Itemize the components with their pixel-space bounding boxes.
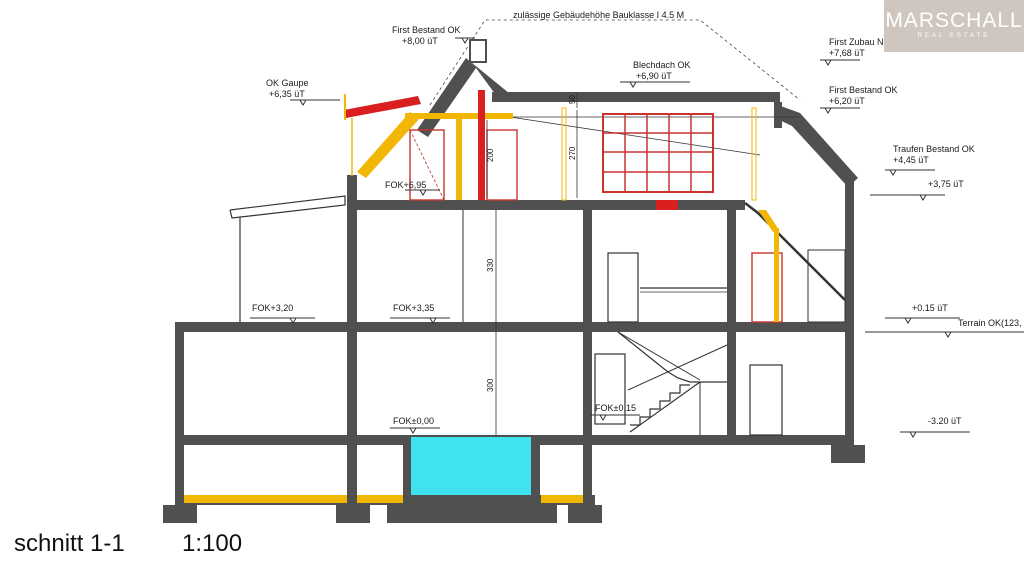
fok-000-label: FOK±0,00 [393, 416, 434, 426]
brand-logo: MARSCHALL REAL ESTATE [884, 0, 1024, 52]
dormer-insulation [357, 112, 420, 178]
insulation-strip-mid [357, 495, 410, 503]
basement-stair-rail [627, 344, 728, 391]
door-upper-2 [486, 129, 518, 201]
new-column-1 [456, 113, 462, 200]
first-bestand2-label: First Bestand OK [829, 85, 898, 95]
dim-50: 50 [568, 95, 577, 104]
gf-wall-mid [583, 210, 592, 322]
basement-stair-upper [617, 331, 691, 383]
pool-wall-left [403, 437, 411, 505]
height-limit-label: zulässige Gebäudehöhe Bauklasse I 4.5 M [513, 10, 684, 20]
basement-outer-wall-right [845, 332, 854, 440]
traufen-label: Traufen Bestand OK [893, 144, 975, 154]
first-zubau-value: +7,68 üT [829, 48, 865, 58]
blechdach-label: Blechdach OK [633, 60, 691, 70]
door-upper-1 [409, 129, 445, 201]
level-375-value: +3,75 üT [928, 179, 964, 189]
dormer-wall [347, 175, 357, 200]
first-bestand2-value: +6,20 üT [829, 96, 865, 106]
red-column [478, 90, 485, 200]
dim-270: 270 [568, 146, 577, 160]
outdoor-stair-block [807, 249, 846, 323]
roof-inner-diag [509, 116, 761, 156]
new-roof-slab [492, 92, 780, 102]
upper-floor-slab [347, 200, 745, 210]
foundation-1 [163, 505, 197, 523]
door-upper-1-leaf [409, 129, 445, 201]
level-015-value: +0.15 üT [912, 303, 948, 313]
upper-wall-zubau2 [751, 107, 757, 201]
pool-water [411, 437, 531, 495]
insulation-strip-right [541, 495, 583, 503]
dormer-roof-demolition [344, 96, 421, 118]
roof-right-new [775, 104, 858, 187]
basement-wall-b2 [583, 332, 592, 500]
gf-new-column [774, 228, 779, 322]
roof-left-old [417, 58, 476, 137]
basement-wall-b1 [347, 332, 357, 500]
first-bestand-value: +8,00 üT [402, 36, 438, 46]
outdoor-stair [744, 202, 846, 301]
dim-200: 200 [486, 148, 495, 162]
chimney [469, 39, 487, 63]
level-m320-value: -3.20 üT [928, 416, 962, 426]
basement-stair-rail2 [617, 331, 701, 381]
foundation-2 [336, 505, 370, 523]
foundation-5 [831, 445, 865, 463]
fok-695-label: FOK+6,95 [385, 180, 426, 190]
door-basement-2 [749, 364, 783, 436]
window-frame [602, 113, 714, 193]
drawing-scale: 1:100 [182, 530, 242, 557]
roof-right-new-eave [774, 102, 782, 128]
gf-wall-outer [845, 175, 854, 322]
level-markers [250, 37, 1024, 438]
ok-gaupe-label: OK Gaupe [266, 78, 309, 88]
dim-300: 300 [486, 378, 495, 392]
door-basement-1 [594, 353, 626, 425]
door-gf-1 [607, 252, 639, 323]
dim-330: 330 [486, 258, 495, 272]
first-bestand-label: First Bestand OK [392, 25, 461, 35]
red-slab-piece [656, 200, 678, 210]
terrain-label: Terrain OK(123, [958, 318, 1022, 328]
basement-stair [630, 384, 690, 426]
logo-subtitle: REAL ESTATE [917, 33, 991, 39]
terrace-canopy [229, 195, 346, 219]
door-gf-2 [751, 252, 783, 323]
roof-right-old [466, 58, 510, 102]
ground-floor-slab [175, 322, 854, 332]
upper-wall-zubau [561, 107, 567, 201]
height-limit-envelope [429, 19, 801, 106]
terrace-column [350, 230, 354, 322]
drawing-title: schnitt 1-1 [14, 530, 125, 557]
basement-stair-stringer [629, 381, 701, 433]
insulation-strip-left [184, 495, 347, 503]
pool-wall-right [531, 437, 540, 505]
blechdach-value: +6,90 üT [636, 71, 672, 81]
foundation-4 [568, 505, 602, 523]
logo-name: MARSCHALL [885, 9, 1023, 32]
window-grid [603, 114, 713, 192]
fok-015-label: FOK±0,15 [595, 403, 636, 413]
foundation-3 [387, 505, 557, 523]
fok-320-label: FOK+3,20 [252, 303, 293, 313]
gf-new-diag [758, 210, 779, 232]
gf-wall-right [727, 210, 736, 322]
fok-335-label: FOK+3,35 [393, 303, 434, 313]
basement-outer-wall-left [175, 322, 184, 500]
ok-gaupe-value: +6,35 üT [269, 89, 305, 99]
first-zubau-label: First Zubau Neu OK [829, 37, 909, 47]
traufen-value: +4,45 üT [893, 155, 929, 165]
basement-wall-b3 [727, 332, 736, 438]
